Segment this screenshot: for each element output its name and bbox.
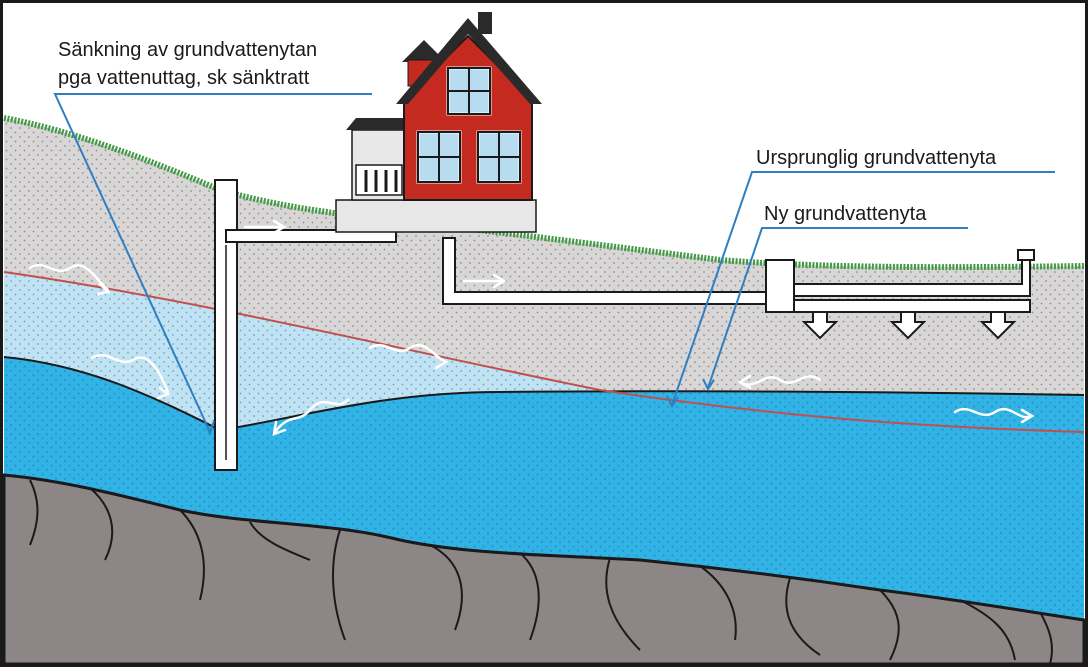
house-icon — [335, 12, 542, 233]
drawdown-label-line2: pga vattenuttag, sk sänktratt — [58, 67, 310, 89]
bedrock-cracks — [29, 479, 1053, 665]
well-pipe — [214, 179, 397, 471]
bedrock — [2, 473, 1086, 666]
original-water-table-line — [3, 271, 1085, 433]
wavy-flow-icon — [28, 263, 1035, 436]
flow-arrow-icon — [243, 219, 507, 289]
new-water-table-line — [3, 356, 1085, 432]
leader-lines — [53, 93, 1055, 436]
drawdown-label-line1: Sänkning av grundvattenytan — [58, 39, 317, 61]
original-water-table-label: Ursprunglig grundvattenyta — [756, 147, 997, 169]
septic-system-icon — [442, 237, 1035, 340]
new-water-table-label: Ny grundvattenyta — [764, 203, 927, 225]
